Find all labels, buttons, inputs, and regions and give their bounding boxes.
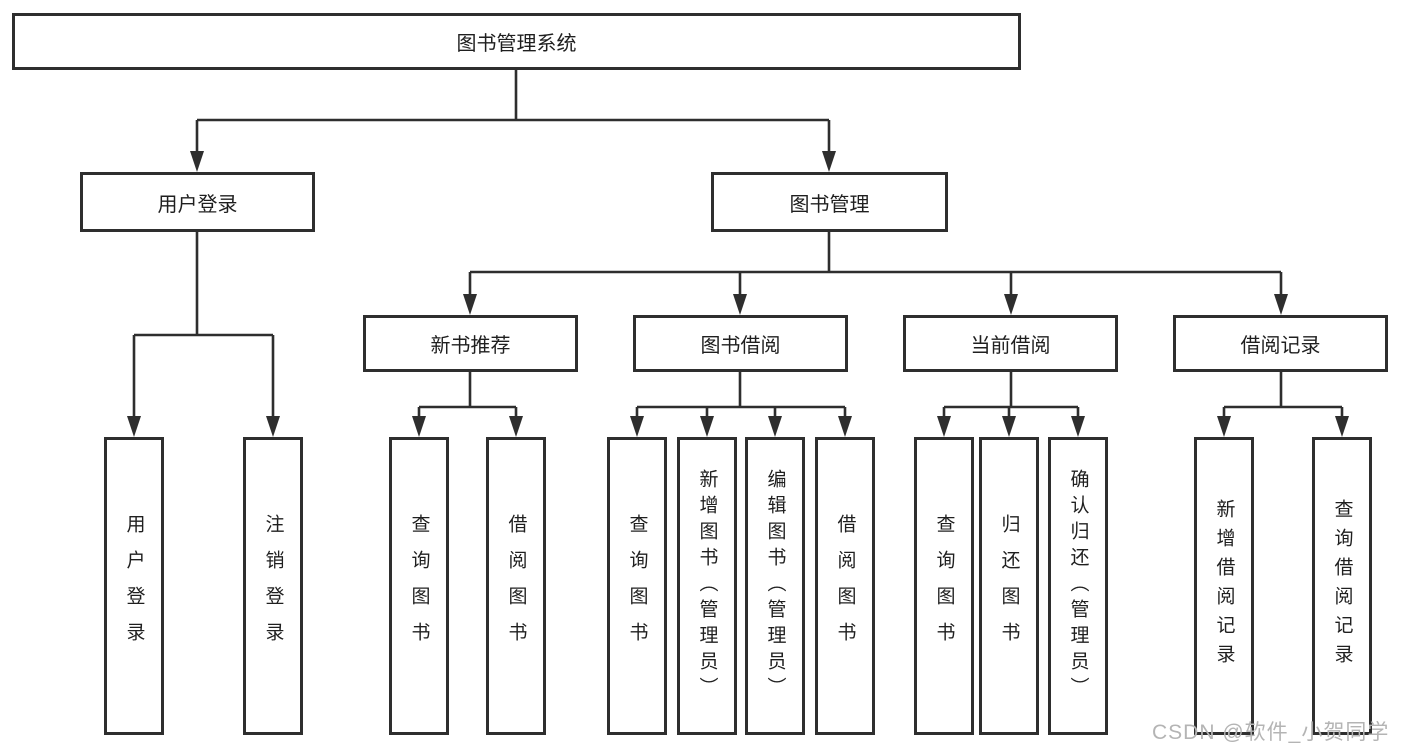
node-add-book-admin: 新增图书（管理员） [677, 437, 737, 735]
node-user-login-leaf: 用户登录 [104, 437, 164, 735]
node-logout-leaf: 注销登录 [243, 437, 303, 735]
node-label: 新增借阅记录 [1213, 499, 1235, 673]
node-label: 图书借阅 [700, 335, 781, 357]
node-label: 查询借阅记录 [1331, 499, 1353, 673]
node-query-book-recommend: 查询图书 [389, 437, 449, 735]
node-label: 图书管理系统 [456, 33, 577, 55]
node-label: 图书管理 [789, 193, 870, 216]
node-label: 查询图书 [408, 514, 430, 658]
node-label: 当前借阅 [970, 335, 1051, 357]
node-root-library-system: 图书管理系统 [12, 13, 1021, 70]
node-query-book-borrow: 查询图书 [607, 437, 667, 735]
connector-root-to-level2 [190, 70, 836, 172]
node-label: 用户登录 [157, 193, 238, 216]
connector-new-book-children [412, 372, 523, 437]
connector-user-login-children [127, 232, 280, 437]
connector-borrow-children [630, 372, 852, 437]
node-confirm-return-admin: 确认归还（管理员） [1048, 437, 1108, 735]
node-label: 编辑图书（管理员） [764, 469, 786, 703]
node-add-borrow-record: 新增借阅记录 [1194, 437, 1254, 735]
node-borrow-book-recommend: 借阅图书 [486, 437, 546, 735]
node-book-borrow: 图书借阅 [633, 315, 848, 372]
node-return-book: 归还图书 [979, 437, 1039, 735]
node-borrow-book-leaf: 借阅图书 [815, 437, 875, 735]
watermark: CSDN @软件_小贺同学 [1152, 721, 1390, 744]
connector-current-borrow-children [937, 372, 1085, 437]
node-label: 借阅图书 [505, 514, 527, 658]
node-current-borrow: 当前借阅 [903, 315, 1118, 372]
node-query-book-current: 查询图书 [914, 437, 974, 735]
node-label: 借阅图书 [834, 514, 856, 658]
node-query-borrow-record: 查询借阅记录 [1312, 437, 1372, 735]
node-edit-book-admin: 编辑图书（管理员） [745, 437, 805, 735]
node-user-login: 用户登录 [80, 172, 315, 232]
node-label: 归还图书 [998, 514, 1020, 658]
node-label: 查询图书 [933, 514, 955, 658]
node-label: 借阅记录 [1240, 335, 1321, 357]
connector-book-mgmt-children [463, 232, 1288, 315]
node-label: 新书推荐 [430, 335, 511, 357]
node-label: 查询图书 [626, 514, 648, 658]
node-label: 用户登录 [123, 514, 145, 658]
node-label: 注销登录 [262, 514, 284, 658]
node-label: 确认归还（管理员） [1067, 469, 1089, 703]
node-new-book-recommend: 新书推荐 [363, 315, 578, 372]
node-borrow-record: 借阅记录 [1173, 315, 1388, 372]
node-book-management: 图书管理 [711, 172, 948, 232]
node-label: 新增图书（管理员） [696, 469, 718, 703]
connector-borrow-record-children [1217, 372, 1349, 437]
